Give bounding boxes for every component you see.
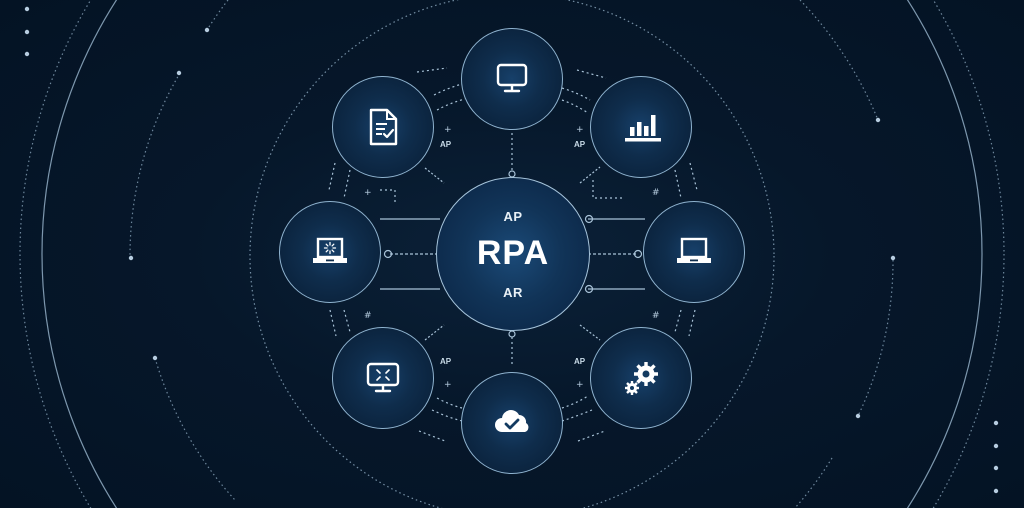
hub-title: RPA bbox=[476, 234, 550, 272]
svg-text:+: + bbox=[576, 380, 584, 390]
laptop-icon bbox=[677, 237, 711, 263]
node-right bbox=[643, 201, 745, 303]
rpa-hub: AP RPA AR bbox=[436, 177, 590, 331]
svg-text:+: + bbox=[364, 188, 372, 198]
bar-chart-icon bbox=[625, 115, 661, 142]
svg-text:#: # bbox=[652, 311, 660, 321]
monitor-icon bbox=[496, 63, 528, 93]
svg-text:#: # bbox=[652, 188, 660, 198]
connector-label: AP bbox=[440, 140, 452, 149]
node-bottom-right bbox=[590, 327, 692, 429]
node-top bbox=[461, 28, 563, 130]
monitor-collapse-icon bbox=[366, 362, 400, 393]
node-bottom-left bbox=[332, 327, 434, 429]
laptop-loading-icon bbox=[313, 237, 347, 263]
hub-label-top: AP bbox=[503, 209, 523, 224]
cloud-check-icon bbox=[495, 410, 529, 432]
svg-text:#: # bbox=[364, 311, 372, 321]
svg-text:+: + bbox=[444, 125, 452, 135]
node-left bbox=[279, 201, 381, 303]
svg-text:+: + bbox=[576, 125, 584, 135]
gears-icon bbox=[625, 362, 658, 395]
connector-label: AP bbox=[574, 357, 586, 366]
connector-label: AP bbox=[440, 357, 452, 366]
node-top-right bbox=[590, 76, 692, 178]
hub-label-bottom: AR bbox=[503, 285, 523, 300]
svg-text:+: + bbox=[444, 380, 452, 390]
document-check-icon bbox=[369, 108, 398, 146]
node-top-left bbox=[332, 76, 434, 178]
node-bottom bbox=[461, 372, 563, 474]
connector-label: AP bbox=[574, 140, 586, 149]
